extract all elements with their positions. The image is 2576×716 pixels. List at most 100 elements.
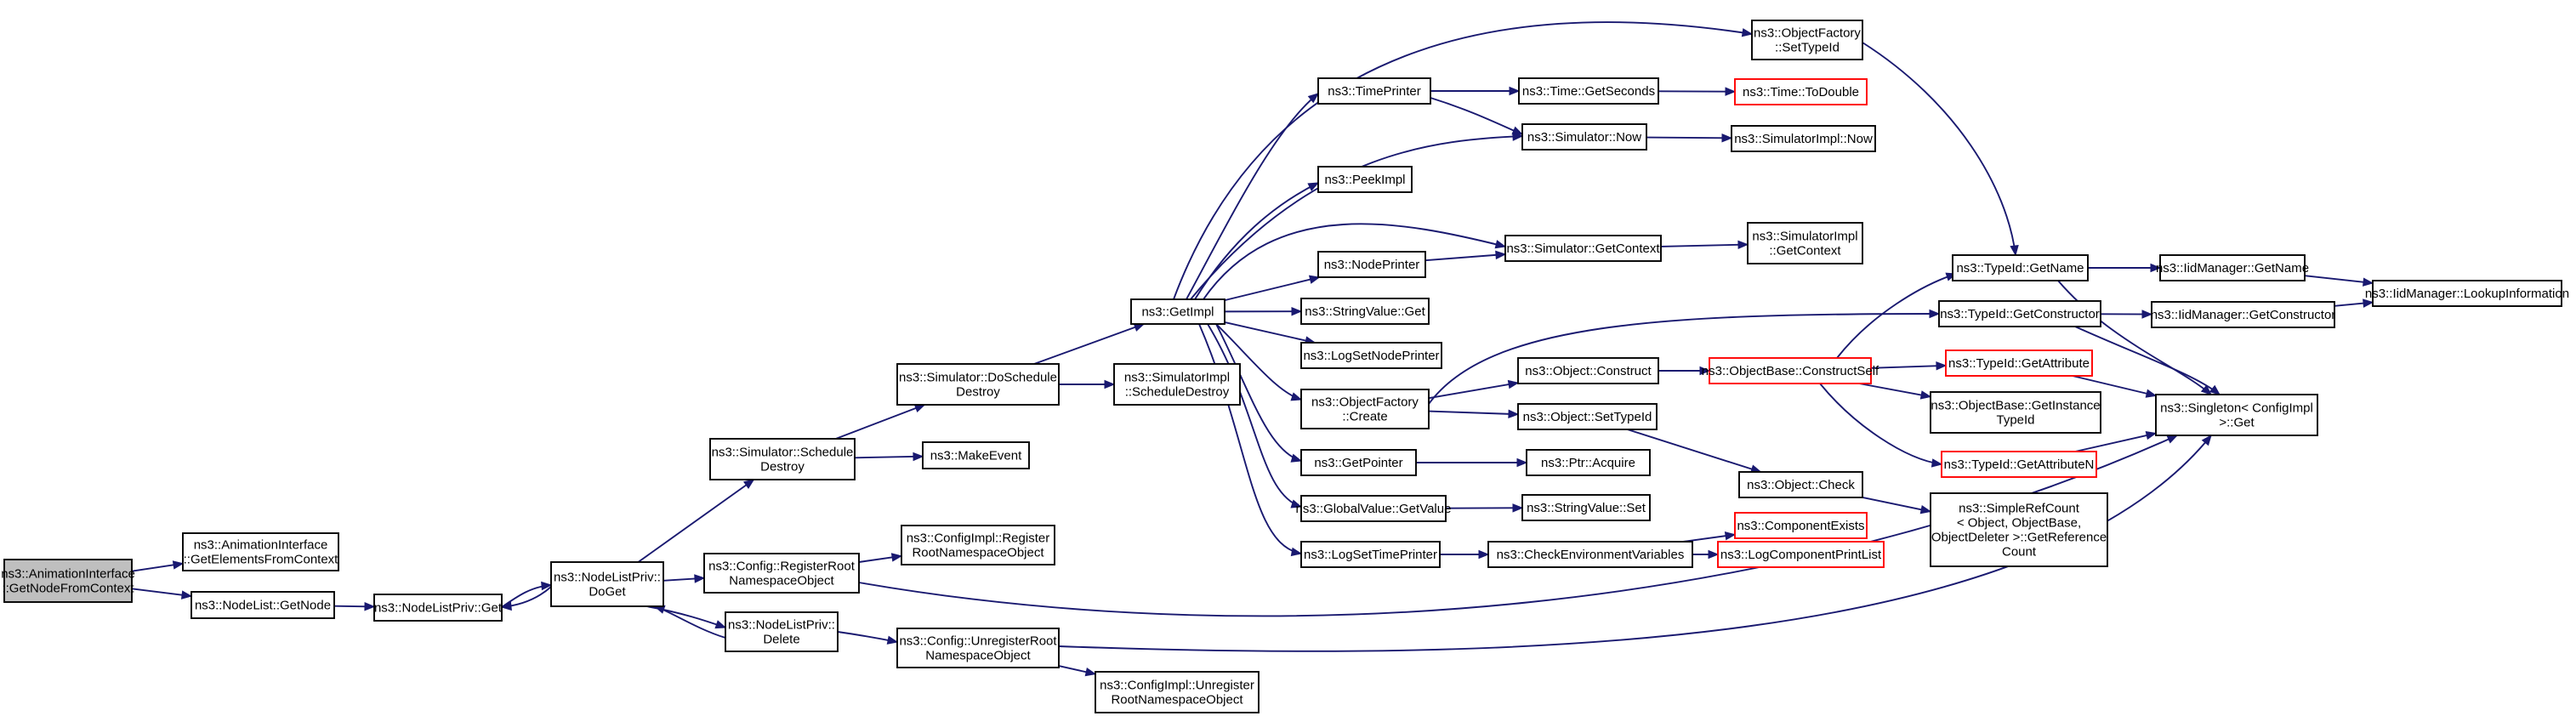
node-n15[interactable]: ns3::TimePrinter	[1317, 77, 1431, 105]
edge-n11-n48	[1058, 434, 2212, 652]
node-label-line: ns3::Simulator::Now	[1527, 130, 1641, 145]
node-n5[interactable]: ns3::Simulator::ScheduleDestroy	[709, 438, 856, 480]
node-label-line: ns3::NodePrinter	[1324, 258, 1420, 272]
node-n25[interactable]: ns3::Time::GetSeconds	[1518, 77, 1659, 105]
node-n3[interactable]: ns3::NodeListPriv::Get	[373, 594, 503, 622]
node-box	[1504, 235, 1662, 262]
node-n34[interactable]: ns3::StringValue::Set	[1521, 494, 1651, 521]
node-label-line: ns3::IidManager::GetConstructor	[2151, 308, 2336, 322]
node-box	[1317, 166, 1413, 193]
node-n7[interactable]: ns3::NodeListPriv::Delete	[725, 611, 839, 652]
node-n36[interactable]: ns3::ObjectBase::ConstructSelf	[1702, 357, 1879, 384]
node-label-line: ns3::Singleton< ConfigImpl	[2160, 401, 2313, 416]
node-n1[interactable]: ns3::AnimationInterface::GetElementsFrom…	[182, 532, 339, 571]
node-box	[1734, 78, 1868, 105]
node-n21[interactable]: ns3::GetPointer	[1300, 449, 1417, 476]
node-box	[1317, 77, 1431, 105]
node-n37[interactable]: ns3::Object::Check	[1738, 471, 1863, 498]
node-box	[550, 561, 664, 607]
edge-n36-n42	[1870, 361, 1948, 371]
edge-n41-n47	[2100, 310, 2153, 319]
node-label-line: ns3::TypeId::GetConstructor	[1940, 307, 2100, 321]
edge-n36-n40	[1836, 272, 1958, 359]
node-label-line: Destroy	[760, 460, 805, 474]
node-n47[interactable]: ns3::IidManager::GetConstructor	[2151, 301, 2336, 328]
node-label-line: ::GetElementsFromContext	[184, 553, 339, 567]
node-box	[1130, 298, 1225, 325]
node-n30[interactable]: ns3::SimulatorImpl::GetContext	[1747, 222, 1863, 264]
node-n23[interactable]: ns3::LogSetTimePrinter	[1300, 541, 1441, 568]
edge-n13-n18	[1224, 306, 1303, 316]
node-n31[interactable]: ns3::Object::Construct	[1517, 357, 1659, 384]
node-n13[interactable]: ns3::GetImpl	[1130, 298, 1225, 325]
node-n45[interactable]: ns3::SimpleRefCount< Object, ObjectBase,…	[1930, 492, 2108, 567]
node-label-line: ns3::ConfigImpl::Unregister	[1100, 679, 1254, 693]
edge-n37-n45	[1862, 497, 1932, 514]
node-n10[interactable]: ns3::ConfigImpl::RegisterRootNamespaceOb…	[901, 525, 1055, 565]
node-n19[interactable]: ns3::LogSetNodePrinter	[1300, 342, 1442, 369]
node-n14[interactable]: ns3::SimulatorImpl::ScheduleDestroy	[1113, 363, 1241, 406]
node-label-line: ns3::GlobalValue::GetValue	[1296, 502, 1452, 516]
node-label-line: ns3::LogComponentPrintList	[1720, 548, 1882, 562]
edge-n15-n27	[1430, 97, 1524, 135]
node-label-line: RootNamespaceObject	[912, 546, 1044, 560]
node-n20[interactable]: ns3::ObjectFactory::Create	[1300, 389, 1430, 429]
edge-n20-n41	[1428, 309, 1941, 405]
node-n24[interactable]: ns3::ObjectFactory::SetTypeId	[1751, 20, 1863, 60]
node-label-line: ns3::ObjectBase::ConstructSelf	[1702, 364, 1879, 378]
node-n11[interactable]: ns3::Config::UnregisterRootNamespaceObje…	[896, 628, 1060, 668]
node-n38[interactable]: ns3::ComponentExists	[1734, 512, 1868, 539]
node-box	[2159, 254, 2306, 281]
node-n2[interactable]: ns3::NodeList::GetNode	[190, 591, 335, 619]
node-n22[interactable]: ns3::GlobalValue::GetValue	[1296, 495, 1452, 522]
node-label-line: ns3::TypeId::GetName	[1956, 261, 2084, 276]
node-box	[1517, 357, 1659, 384]
node-n42[interactable]: ns3::TypeId::GetAttribute	[1945, 349, 2093, 377]
node-n44[interactable]: ns3::TypeId::GetAttributeN	[1941, 451, 2097, 478]
node-label-line: NamespaceObject	[925, 649, 1031, 663]
node-layer: ns3::AnimationInterface::GetNodeFromCont…	[1, 20, 2569, 713]
node-n48[interactable]: ns3::Singleton< ConfigImpl>::Get	[2155, 394, 2318, 436]
node-box	[1300, 298, 1430, 325]
node-n40[interactable]: ns3::TypeId::GetName	[1952, 254, 2089, 281]
node-n4[interactable]: ns3::NodeListPriv::DoGet	[550, 561, 664, 607]
edge-n29-n30	[1660, 240, 1749, 250]
node-n17[interactable]: ns3::NodePrinter	[1317, 251, 1426, 278]
node-n18[interactable]: ns3::StringValue::Get	[1300, 298, 1430, 325]
node-box	[1300, 449, 1417, 476]
node-label-line: ::GetNodeFromContext	[2, 582, 134, 596]
node-n28[interactable]: ns3::SimulatorImpl::Now	[1731, 125, 1876, 152]
node-n27[interactable]: ns3::Simulator::Now	[1521, 123, 1647, 151]
node-n26[interactable]: ns3::Time::ToDouble	[1734, 78, 1868, 105]
node-n12[interactable]: ns3::ConfigImpl::UnregisterRootNamespace…	[1095, 671, 1260, 713]
node-label-line: ns3::SimulatorImpl	[1124, 371, 1230, 385]
edge-n5-n8	[835, 404, 926, 440]
node-label-line: ns3::NodeListPriv::	[728, 618, 835, 633]
node-n49[interactable]: ns3::IidManager::LookupInformation	[2365, 280, 2569, 307]
edge-n4-n6	[662, 574, 706, 583]
node-n33[interactable]: ns3::Ptr::Acquire	[1526, 449, 1651, 476]
node-n29[interactable]: ns3::Simulator::GetContext	[1504, 235, 1662, 262]
node-box	[1717, 541, 1885, 568]
node-label-line: ns3::Object::Construct	[1525, 364, 1652, 378]
node-n39[interactable]: ns3::LogComponentPrintList	[1717, 541, 1885, 568]
node-label-line: ns3::ComponentExists	[1737, 519, 1864, 533]
node-box	[1113, 363, 1241, 406]
node-box	[1945, 349, 2093, 377]
node-box	[725, 611, 839, 652]
node-n46[interactable]: ns3::IidManager::GetName	[2156, 254, 2309, 281]
node-n35[interactable]: ns3::CheckEnvironmentVariables	[1487, 541, 1693, 568]
node-n16[interactable]: ns3::PeekImpl	[1317, 166, 1413, 193]
node-label-line: DoGet	[589, 585, 626, 600]
node-n41[interactable]: ns3::TypeId::GetConstructor	[1938, 300, 2101, 327]
edge-n20-n31	[1428, 379, 1520, 400]
edge-n27-n28	[1646, 134, 1733, 143]
edge-n13-n15	[1186, 93, 1320, 300]
node-n9[interactable]: ns3::MakeEvent	[922, 441, 1030, 469]
edge-n2-n3	[333, 601, 376, 611]
node-box	[1930, 492, 2108, 567]
node-n32[interactable]: ns3::Object::SetTypeId	[1517, 403, 1658, 430]
